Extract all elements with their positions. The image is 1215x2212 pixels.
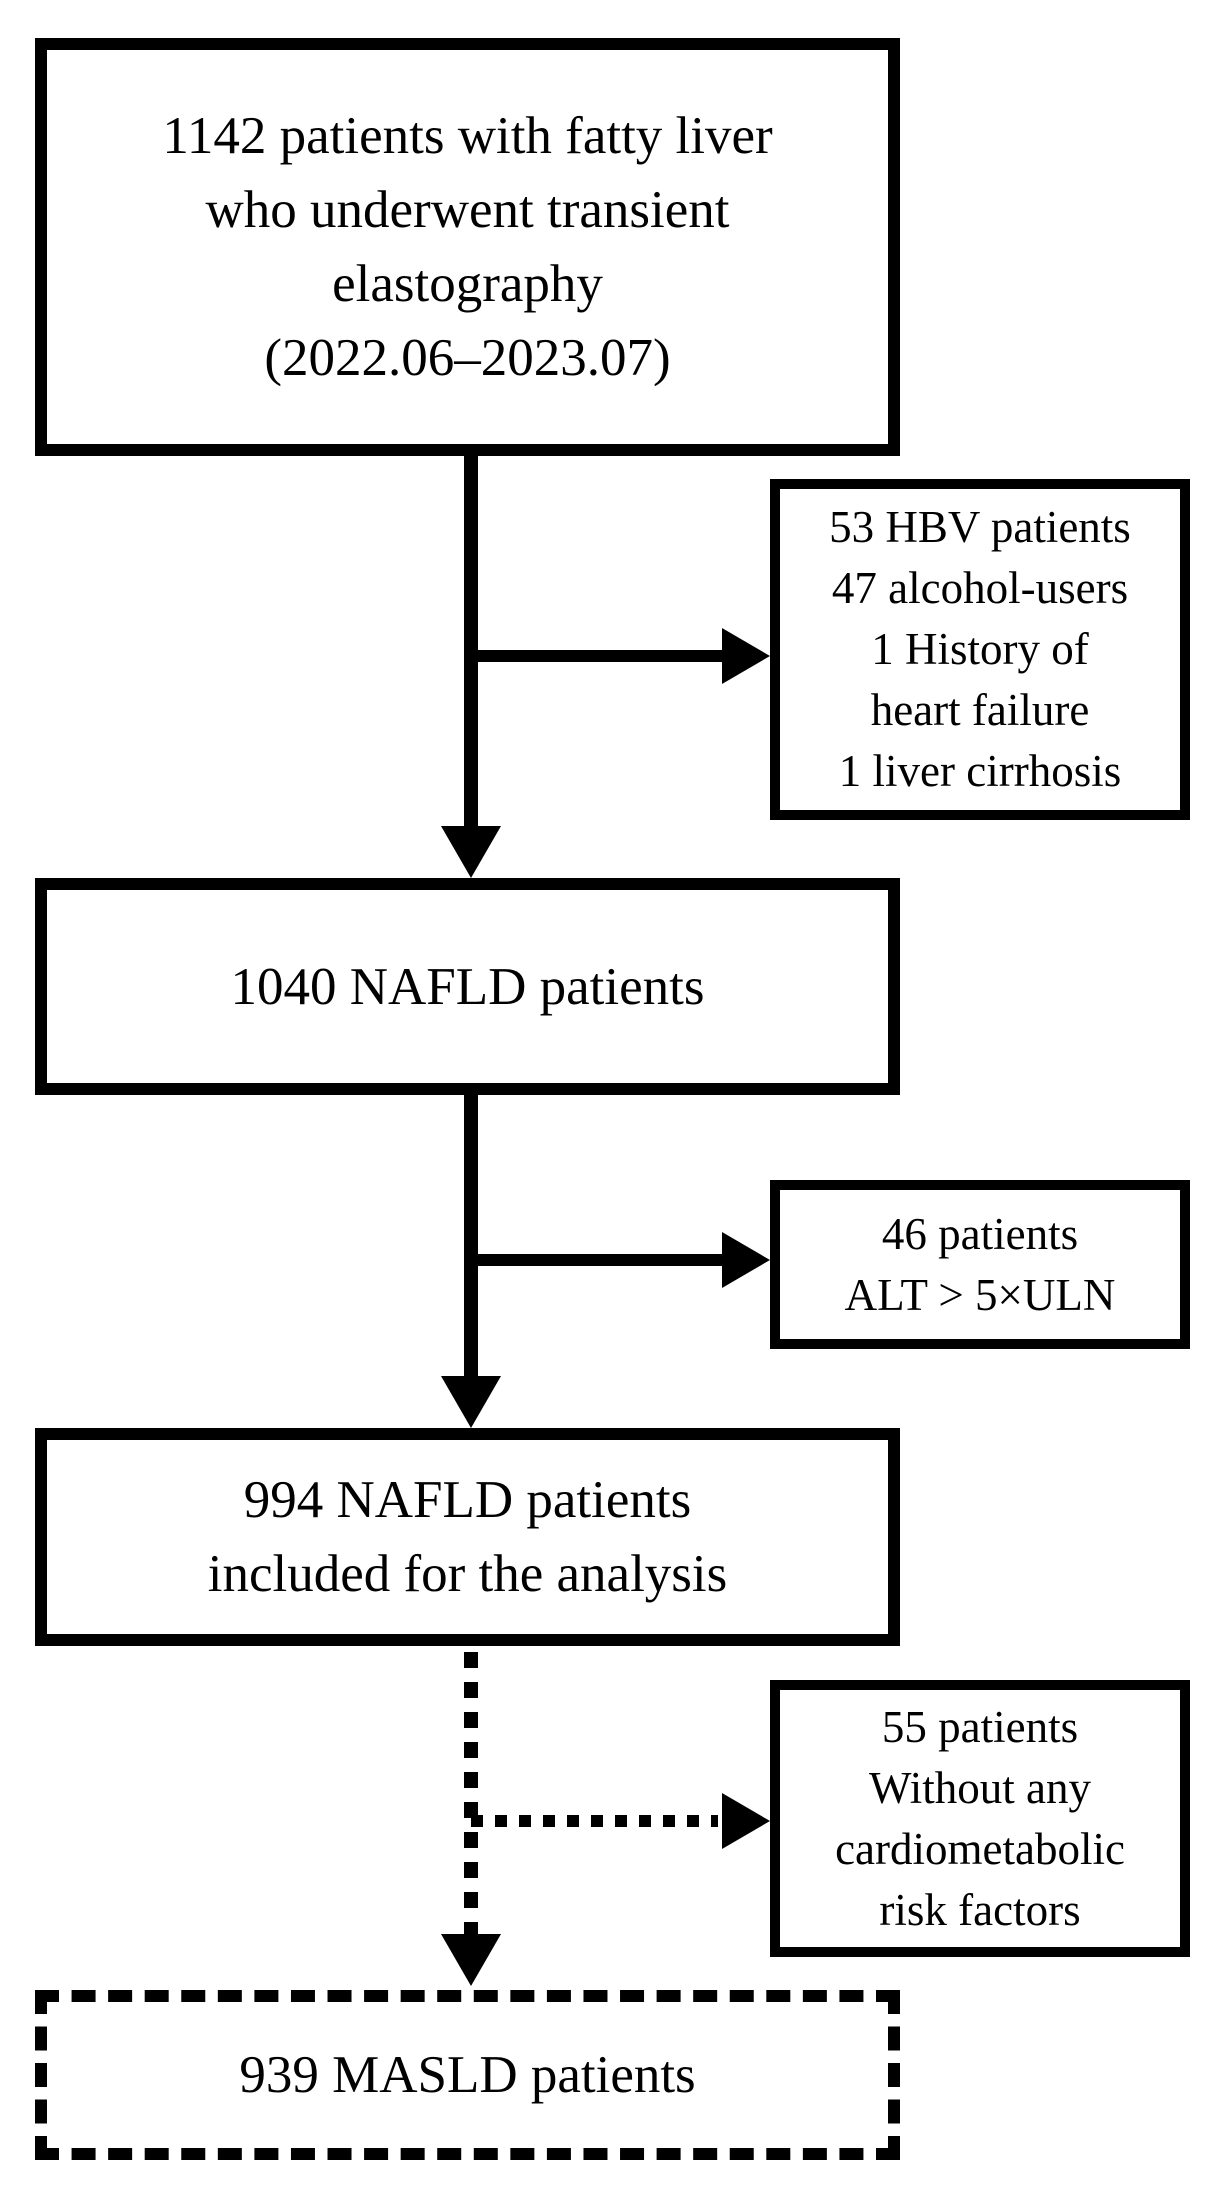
text-line: Without any (869, 1762, 1091, 1813)
arrowhead-right-icon (722, 628, 770, 684)
text-line: who underwent transient (205, 181, 730, 239)
text-line: elastography (332, 255, 603, 313)
text-line: 53 HBV patients (829, 502, 1131, 552)
node-exclusions-2: 46 patients ALT > 5×ULN (770, 1180, 1190, 1349)
node-analysis: 994 NAFLD patients included for the anal… (35, 1428, 900, 1646)
text-line: cardiometabolic (835, 1823, 1125, 1874)
arrow-to-exclusions-3-dotted-line (471, 1815, 718, 1827)
node-masld: 939 MASLD patients (35, 1990, 900, 2160)
text-line: risk factors (879, 1884, 1081, 1935)
text-line: (2022.06–2023.07) (264, 329, 671, 387)
text-line: 939 MASLD patients (239, 2046, 696, 2104)
text-line: 47 alcohol-users (831, 563, 1129, 613)
text-line: included for the analysis (207, 1545, 728, 1603)
arrowhead-down-icon (441, 826, 501, 878)
arrow-cohort-to-nafld-line (464, 456, 478, 828)
text-line: heart failure (870, 685, 1090, 735)
node-exclusions-3: 55 patients Without any cardiometabolic … (770, 1680, 1190, 1957)
arrow-analysis-to-masld-dotted-line (464, 1652, 478, 1934)
node-exclusions-1: 53 HBV patients 47 alcohol-users 1 Histo… (770, 479, 1190, 820)
arrowhead-right-icon (722, 1232, 770, 1288)
arrow-nafld-to-analysis-line (464, 1095, 478, 1378)
arrowhead-down-icon (441, 1934, 501, 1986)
arrow-to-exclusions-1-line (471, 650, 722, 662)
text-line: 1142 patients with fatty liver (162, 107, 773, 165)
text-line: 55 patients (881, 1701, 1079, 1752)
node-cohort: 1142 patients with fatty liver who under… (35, 38, 900, 456)
arrow-to-exclusions-2-line (471, 1254, 722, 1266)
node-nafld: 1040 NAFLD patients (35, 878, 900, 1095)
arrowhead-right-icon (722, 1793, 770, 1849)
text-line: 994 NAFLD patients (243, 1471, 692, 1529)
text-line: 1 History of (871, 624, 1089, 674)
text-line: 1040 NAFLD patients (230, 957, 705, 1016)
arrowhead-down-icon (441, 1376, 501, 1428)
text-line: ALT > 5×ULN (844, 1269, 1116, 1320)
text-line: 1 liver cirrhosis (838, 746, 1122, 796)
text-line: 46 patients (881, 1208, 1079, 1259)
